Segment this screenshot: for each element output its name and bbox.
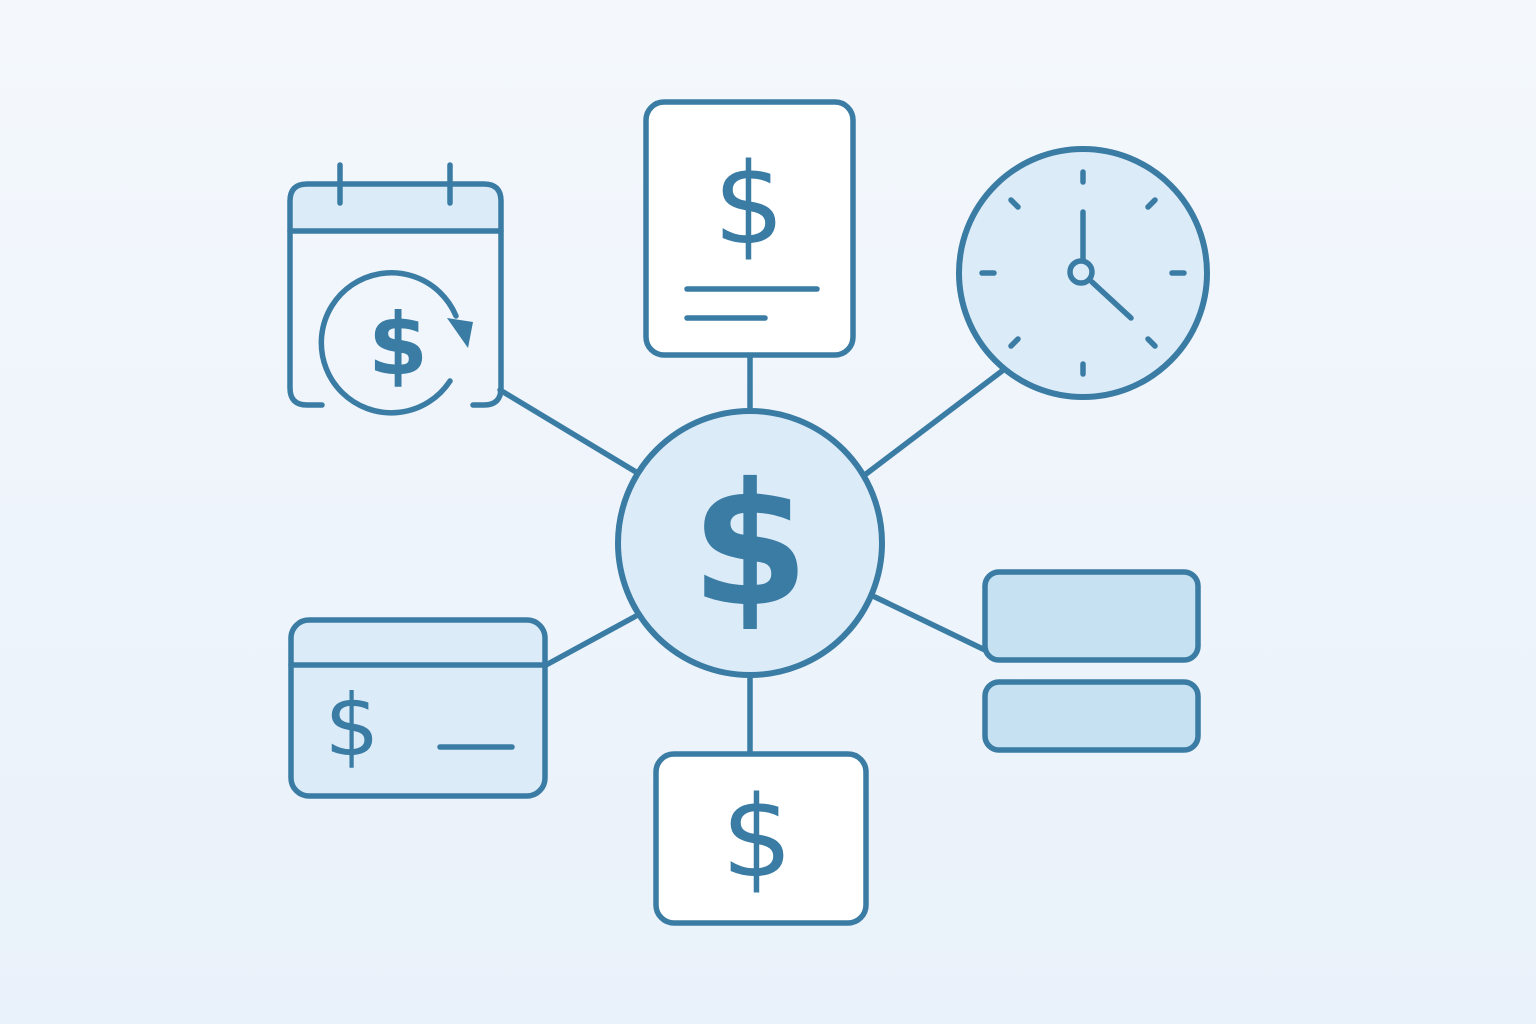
card-dollar-symbol: $ — [325, 676, 380, 776]
invoice-dollar-symbol: $ — [713, 140, 784, 270]
calendar-header-band — [290, 184, 501, 231]
calendar-frame — [287, 181, 504, 408]
clock-icon — [956, 146, 1210, 400]
stack-bar-bottom — [982, 679, 1201, 753]
invoice-document-icon: $ — [643, 99, 856, 358]
connector-card — [543, 613, 639, 668]
connector-clock — [863, 368, 1005, 477]
payment-card-icon: $ — [288, 617, 548, 799]
stacked-bars-icon — [982, 569, 1201, 753]
clock-tick-730 — [1008, 336, 1021, 349]
clock-tick-130 — [1145, 197, 1158, 210]
clock-center-pin — [1067, 258, 1095, 286]
clock-tick-1030 — [1008, 197, 1021, 210]
calendar-dollar-symbol: $ — [368, 295, 428, 395]
dollar-circle-icon: $ — [615, 408, 885, 678]
stack-bar-top — [982, 569, 1201, 663]
connectors — [497, 353, 1005, 755]
clock-minute-hand — [1089, 279, 1134, 321]
refresh-arrow-icon — [318, 270, 459, 416]
banknote-icon: $ — [653, 751, 869, 926]
clock-ticks — [979, 169, 1187, 377]
calendar-recurring-payment-icon: $ — [287, 162, 504, 416]
connector-stack — [872, 594, 988, 653]
hub-dollar-symbol: $ — [691, 447, 809, 645]
connector-recurring — [497, 387, 639, 475]
clock-tick-430 — [1145, 336, 1158, 349]
banknote-dollar-symbol: $ — [721, 773, 792, 903]
refresh-arrowhead — [447, 318, 473, 348]
banknote-body — [653, 751, 869, 926]
hub-circle — [615, 408, 885, 678]
